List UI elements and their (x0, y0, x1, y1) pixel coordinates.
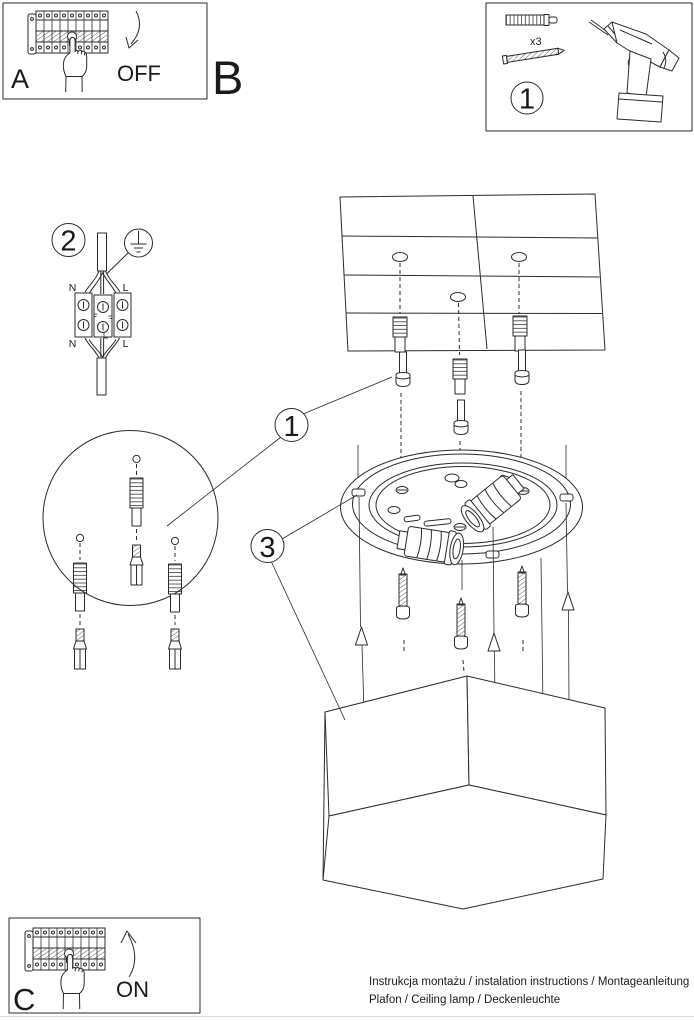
direction-arrow-icon (561, 591, 575, 611)
lamp-body (322, 675, 607, 910)
step-2-badge: 2 (51, 223, 86, 257)
step-1-parts-badge: 1 (510, 81, 544, 115)
mounting-plate (340, 445, 583, 568)
step-3-number: 3 (259, 532, 275, 564)
drill-hole-icon (450, 292, 466, 302)
step-3-badge: 3 (250, 494, 358, 721)
fixing-set (129, 454, 144, 586)
step-1-parts-number: 1 (519, 83, 535, 115)
plug-with-screw-icon (129, 544, 144, 586)
detail-circle (42, 430, 219, 670)
step-1-badge: 1 (166, 376, 393, 527)
panel-a: A OFF (2, 2, 208, 100)
screw-icon (395, 351, 411, 387)
circuit-breaker-icon (24, 927, 106, 972)
wires-top (84, 270, 121, 295)
ceiling-panel (339, 193, 606, 352)
parts-box: x3 1 (485, 2, 693, 132)
wall-plug-icon (512, 315, 528, 352)
label-off: OFF (117, 61, 161, 86)
ground-symbol-icon (106, 228, 153, 275)
mounting-tab (351, 488, 366, 497)
wall-plug-icon (168, 563, 182, 613)
plug-with-screw-icon (168, 628, 182, 670)
mounting-tab (485, 550, 500, 559)
step-1-number: 1 (283, 411, 299, 443)
footer-line-2: Plafon / Ceiling lamp / Deckenleuchte (369, 994, 560, 1006)
wall-plug-icon (392, 316, 408, 353)
screw-icon (453, 399, 469, 435)
quantity-label: x3 (530, 36, 542, 48)
screw-icon (501, 47, 565, 65)
screw-icon (396, 567, 410, 620)
terminal-label-n-top: N (69, 282, 77, 294)
fixing-set (73, 533, 87, 670)
assembly-guides (355, 496, 575, 713)
screw-icon (515, 565, 529, 618)
direction-arrow-icon (487, 632, 501, 652)
panel-c: C ON (8, 917, 201, 1017)
footer-line-1: Instrukcja montażu / instalation instruc… (369, 976, 689, 988)
panel-a-label: A (11, 64, 29, 94)
plug-with-screw-icon (73, 628, 87, 670)
direction-arrow-icon (355, 626, 368, 646)
wall-plug-icon (129, 477, 144, 527)
mounting-tab (559, 493, 574, 502)
wall-plug-icon (452, 358, 468, 395)
drill-hole-icon (392, 252, 408, 262)
terminal-block (74, 292, 132, 339)
label-on: ON (116, 977, 149, 1002)
terminal-label-l-top: L (123, 282, 129, 294)
wall-plug-icon (73, 562, 87, 612)
screw-icon (514, 349, 530, 385)
step-2-number: 2 (60, 225, 76, 257)
section-label-b: B (212, 51, 243, 104)
supply-cable-bottom (96, 357, 107, 396)
terminal-label-l-bottom: L (123, 338, 129, 350)
panel-c-label: C (13, 982, 35, 1017)
supply-cable-top (97, 232, 107, 272)
drill-hole-icon (511, 252, 527, 262)
wiring-diagram: 2 N L N L (51, 223, 153, 396)
wall-plug-icon (505, 14, 558, 26)
arrow-down-icon (125, 10, 141, 49)
terminal-label-n-bottom: N (69, 338, 77, 350)
drill-icon (588, 19, 680, 123)
screw-icon (454, 597, 468, 650)
circuit-breaker-icon (27, 10, 109, 55)
wires-bottom (84, 337, 120, 359)
fixing-set (168, 536, 182, 670)
arrow-up-icon (120, 930, 137, 978)
